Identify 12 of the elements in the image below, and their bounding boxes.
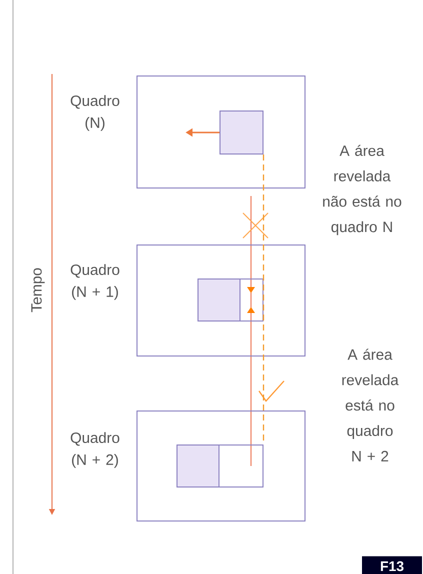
filled-block <box>220 110 264 154</box>
revealed-area <box>240 278 264 322</box>
frame-label: Quadro (N + 1) <box>70 264 120 300</box>
filled-block <box>198 278 240 322</box>
frame-label: Quadro (N + 2) <box>70 432 120 468</box>
revealed-area <box>218 444 264 488</box>
frame-label: Quadro (N) <box>70 95 120 131</box>
figure-number: F13 <box>362 556 422 574</box>
annotation: A área revelada está no quadro N + 2 <box>342 348 399 462</box>
annotation: A área revelada não está no quadro N <box>323 144 402 236</box>
filled-block <box>176 444 220 488</box>
axis-label: Tempo <box>31 268 45 312</box>
